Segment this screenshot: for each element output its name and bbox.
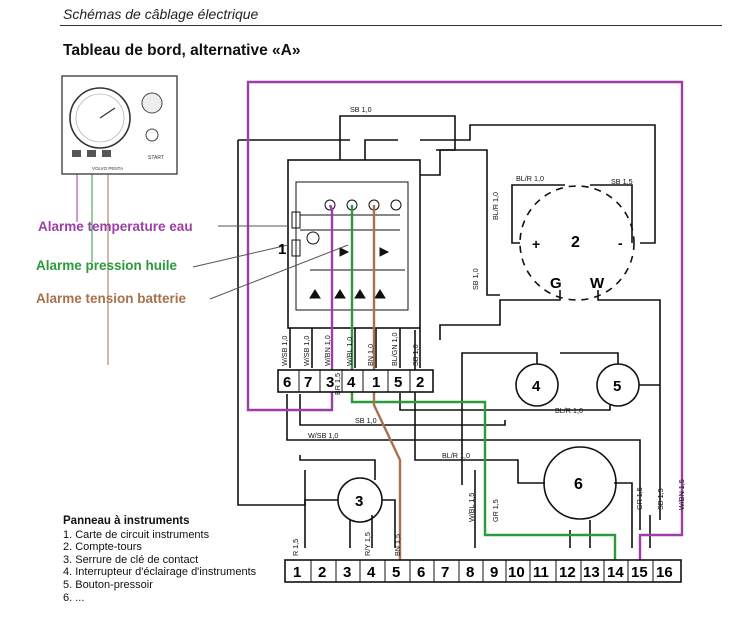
terminal-label: 11: [533, 564, 549, 581]
terminal-label: 6: [417, 564, 425, 581]
wire-label: R 1,5: [291, 539, 300, 556]
legend-item: 4. Interrupteur d'éclairage d'instrument…: [63, 566, 257, 579]
wire-label: BR 1,5: [333, 373, 342, 395]
legend-item: 6. ...: [63, 591, 85, 604]
wire-label: BL/R 1,0: [555, 406, 583, 415]
wire-label: W/SB 1,0: [280, 336, 289, 366]
terminal-label: 16: [656, 564, 673, 581]
pin-label: 3: [326, 374, 334, 391]
oil-alarm-trace: [350, 205, 617, 565]
g-label: G: [550, 275, 562, 292]
wire-label: BL/R 1,0: [516, 174, 544, 183]
battery-alarm-trace: [372, 205, 402, 565]
pin-label: 6: [283, 374, 291, 391]
legend-item: 3. Serrure de clé de contact: [63, 553, 199, 566]
callout-temperature-alarm: Alarme temperature eau: [38, 219, 193, 234]
legend-item: 5. Bouton-pressoir: [63, 578, 153, 591]
minus-label: -: [618, 235, 623, 251]
terminal-label: 3: [343, 564, 351, 581]
wire-label: SB 1,0: [411, 344, 420, 366]
terminal-label: 8: [466, 564, 474, 581]
section-header: Schémas de câblage électrique: [63, 6, 259, 22]
wire-label: W/SB 1,0: [302, 336, 311, 366]
terminal-label: 13: [583, 564, 600, 581]
terminal-strip: 1 2 3 4 5 6 7 8 9 10 11 12 13 14 15 16: [284, 559, 682, 583]
wire-label: SB 1,5: [656, 488, 665, 510]
wire-label: R/Y 1,5: [363, 532, 372, 556]
terminal-label: 4: [367, 564, 376, 581]
tacho-number: 2: [571, 234, 580, 251]
brand-label: VOLVO PENTA: [92, 166, 123, 171]
wire-label: W/BL 1,0: [345, 337, 354, 366]
push-button-number: 5: [613, 378, 621, 395]
wire-label: W/BL 1,5: [467, 493, 476, 522]
key-switch-number: 3: [355, 493, 363, 510]
wire-label: GR 1,5: [491, 499, 500, 522]
terminal-label: 5: [392, 564, 400, 581]
pin-label: 1: [372, 374, 380, 391]
pin-label: 5: [394, 374, 402, 391]
wire-label: BN 1,0: [366, 344, 375, 366]
terminal-label: 12: [559, 564, 576, 581]
pin-label: 4: [347, 374, 356, 391]
legend: Panneau à instruments 1. Carte de circui…: [63, 515, 256, 604]
board-number: 1: [278, 241, 286, 258]
component-6-number: 6: [574, 476, 583, 493]
wire-label: GR 1,5: [635, 487, 644, 510]
wire-label: BL/GN 1,0: [390, 332, 399, 366]
terminal-label: 7: [441, 564, 449, 581]
wire-label: SB 1,0: [471, 268, 480, 290]
wire-label: SB 1,0: [350, 105, 372, 114]
terminal-label: 2: [318, 564, 326, 581]
callout-battery-alarm: Alarme tension batterie: [36, 291, 187, 306]
terminal-label: 14: [607, 564, 624, 581]
w-label: W: [590, 275, 605, 292]
legend-item: 2. Compte-tours: [63, 541, 142, 554]
wire-label: BL/R 1,0: [491, 192, 500, 220]
wire-label: SB 1,5: [611, 177, 633, 186]
lamp-switch-number: 4: [532, 378, 541, 395]
top-connector: 6 7 3 4 1 5 2: [277, 369, 434, 393]
header-rule: [60, 25, 722, 26]
page-title: Tableau de bord, alternative «A»: [63, 42, 301, 59]
wire-label: W/SB 1,0: [308, 431, 338, 440]
pin-label: 2: [416, 374, 424, 391]
terminal-label: 15: [631, 564, 648, 581]
instrument-board-outline: [287, 159, 421, 329]
plus-label: +: [532, 236, 540, 252]
instrument-panel-thumbnail: START VOLVO PENTA: [61, 75, 178, 175]
temp-alarm-trace: [246, 80, 684, 560]
pin-label: 7: [304, 374, 312, 391]
legend-item: 1. Carte de circuit instruments: [63, 528, 210, 541]
legend-title: Panneau à instruments: [63, 515, 190, 527]
terminal-label: 1: [293, 564, 301, 581]
wire-label: W/BN 1,5: [677, 479, 686, 510]
wire-label: BL/R 1,0: [442, 451, 470, 460]
wire-label: SB 1,0: [355, 416, 377, 425]
wire-label: W/BN 1,0: [323, 335, 332, 366]
terminal-label: 9: [490, 564, 498, 581]
callout-oil-pressure-alarm: Alarme pression huile: [36, 258, 178, 273]
terminal-label: 10: [508, 564, 525, 581]
start-label: START: [148, 155, 164, 161]
wire-label: BN 1,5: [393, 534, 402, 556]
